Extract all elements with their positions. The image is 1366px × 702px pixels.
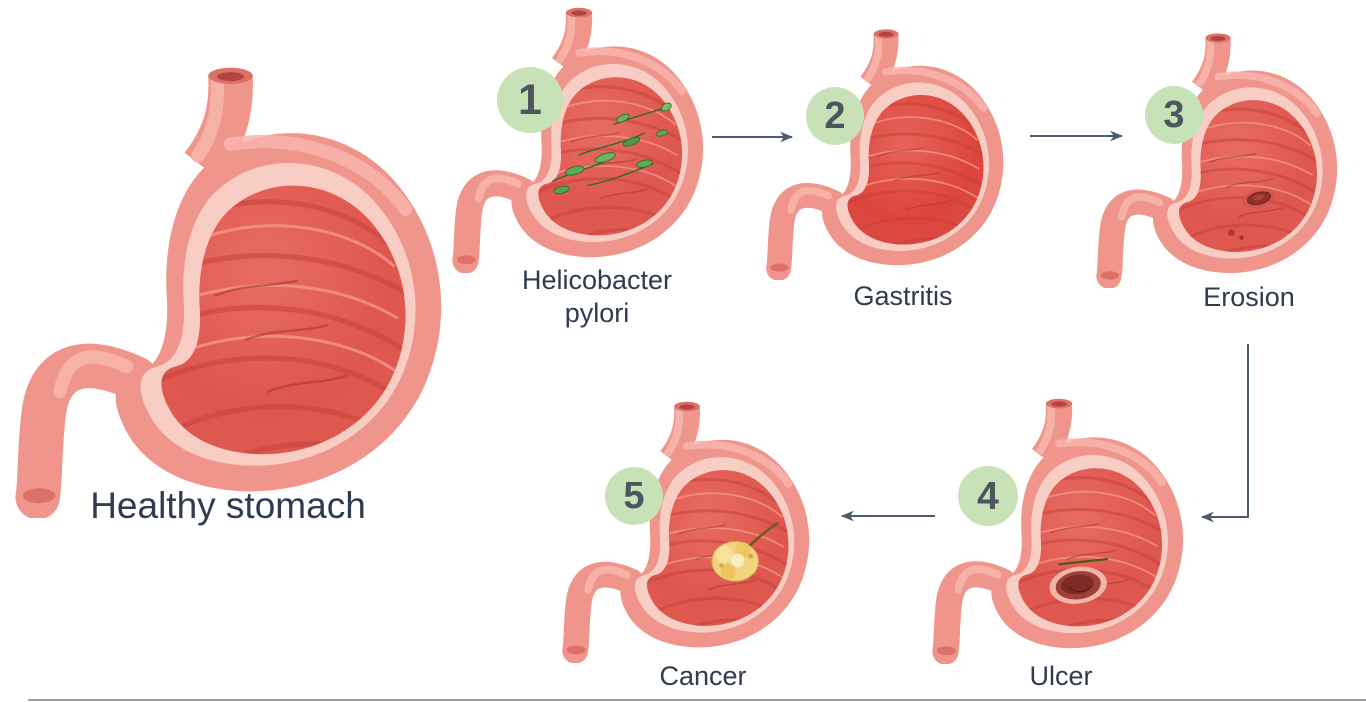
arrow-3-to-4 [1200, 344, 1249, 523]
bottom-edge-line [28, 699, 1366, 701]
stage-2-stomach-gastritis [762, 24, 1010, 280]
stage-1-label-line1: Helicobacter [521, 265, 673, 295]
stage-4-stomach-ulcer [928, 393, 1190, 664]
stage-1-label: Helicobacter pylori [467, 264, 727, 330]
stage-4-number-badge: 4 [958, 466, 1018, 526]
stage-5-stomach-cancer [558, 396, 816, 663]
stage-3-stomach-erosion [1092, 28, 1344, 288]
stage-3-number-badge: 3 [1145, 86, 1203, 144]
stage-2-label: Gastritis [853, 281, 953, 311]
stage-1-number-badge: 1 [497, 67, 563, 133]
stage-1-label-line2: pylori [564, 298, 630, 328]
healthy-stomach-label: Healthy stomach [90, 485, 366, 526]
healthy-stomach-illustration [8, 58, 453, 518]
stage-4-label: Ulcer [1029, 661, 1093, 691]
stage-5-number-badge: 5 [605, 467, 663, 525]
stage-1-stomach-h-pylori [448, 2, 710, 273]
stage-5-label: Cancer [659, 661, 747, 691]
stage-2-number-badge: 2 [806, 87, 864, 145]
stage-3-label: Erosion [1203, 282, 1295, 312]
